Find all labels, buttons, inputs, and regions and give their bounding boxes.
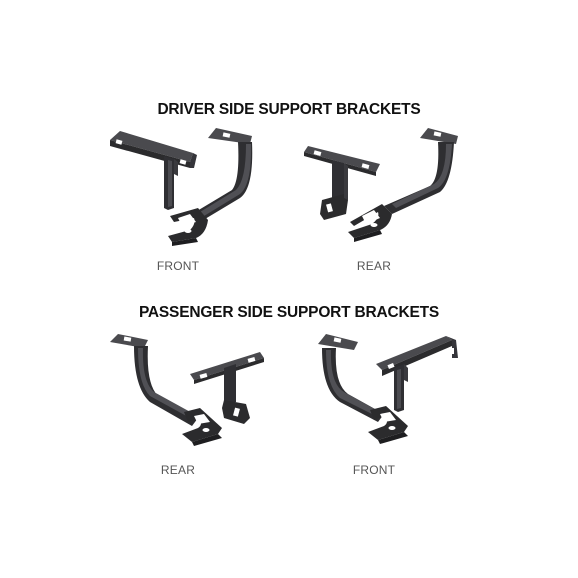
long-bracket [318,334,408,444]
short-bracket [376,336,458,412]
t-bracket [304,146,380,220]
passenger-front-brackets-illustration [318,334,458,444]
long-bracket [168,128,253,246]
short-bracket [110,131,197,210]
passenger-front-brackets-image [300,322,500,462]
driver-rear-brackets-illustration [304,128,458,242]
driver-rear-brackets-image [296,118,496,258]
passenger-rear-caption: REAR [160,463,196,477]
driver-section-title: DRIVER SIDE SUPPORT BRACKETS [157,101,421,118]
passenger-section-title: PASSENGER SIDE SUPPORT BRACKETS [138,304,440,321]
passenger-rear-brackets-illustration [110,334,264,446]
passenger-rear-brackets-image [100,322,300,462]
driver-front-caption: FRONT [156,259,200,273]
driver-front-brackets-illustration [110,128,253,246]
driver-rear-caption: REAR [356,259,392,273]
passenger-front-caption: FRONT [352,463,396,477]
long-bracket [110,334,222,446]
t-bracket [190,352,264,424]
driver-front-brackets-image [100,118,300,258]
long-bracket [348,128,458,242]
